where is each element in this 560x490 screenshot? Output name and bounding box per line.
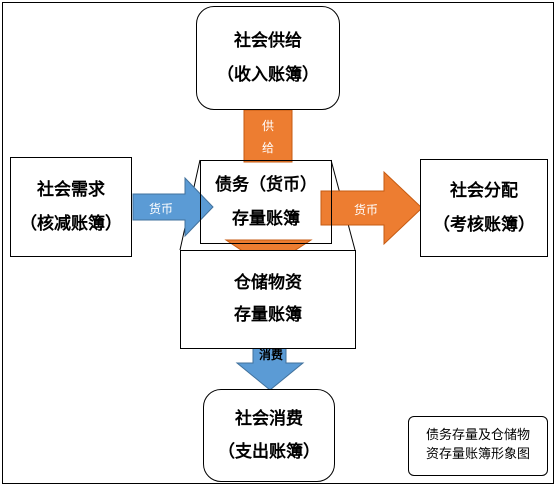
demand-to-debt-arrow (132, 176, 214, 238)
social-demand-subtitle: （核减账簿） (20, 214, 122, 234)
social-demand-title: 社会需求 (37, 179, 105, 200)
diagram-frame (2, 2, 554, 484)
demand-arrow-label: 货币 (149, 202, 174, 216)
warehouse-stock-box: 仓储物资 存量账簿 (180, 250, 356, 349)
social-distribution-title: 社会分配 (450, 180, 518, 201)
supply-arrow-label-1: 供 (262, 119, 275, 133)
debt-stock-title: 债务（货币） (215, 174, 317, 195)
social-supply-subtitle: （收入账簿） (217, 65, 319, 85)
supply-arrow-label-2: 给 (262, 141, 275, 155)
social-supply-box: 社会供给 （收入账簿） (196, 6, 340, 110)
warehouse-stock-subtitle: 存量账簿 (234, 305, 302, 326)
debt-stock-box: 债务（货币） 存量账簿 (200, 160, 332, 244)
caption-line-1: 债务存量及仓储物 (425, 428, 530, 444)
social-demand-box: 社会需求 （核减账簿） (10, 157, 132, 257)
social-consumption-box: 社会消费 （支出账簿） (203, 389, 335, 482)
social-distribution-subtitle: （考核账簿） (433, 215, 535, 235)
distribution-arrow-label: 货币 (354, 203, 379, 217)
social-supply-title: 社会供给 (234, 30, 302, 51)
social-consumption-title: 社会消费 (235, 409, 303, 430)
warehouse-stock-title: 仓储物资 (234, 273, 302, 293)
consumption-arrow-label: 消费 (259, 348, 284, 362)
diagram-caption: 债务存量及仓储物 资存量账簿形象图 (408, 416, 548, 476)
supply-arrow (243, 109, 293, 163)
social-distribution-box: 社会分配 （考核账簿） (420, 159, 548, 257)
caption-line-2: 资存量账簿形象图 (425, 447, 530, 462)
social-consumption-subtitle: （支出账簿） (218, 441, 320, 462)
debt-stock-subtitle: 存量账簿 (232, 209, 300, 229)
